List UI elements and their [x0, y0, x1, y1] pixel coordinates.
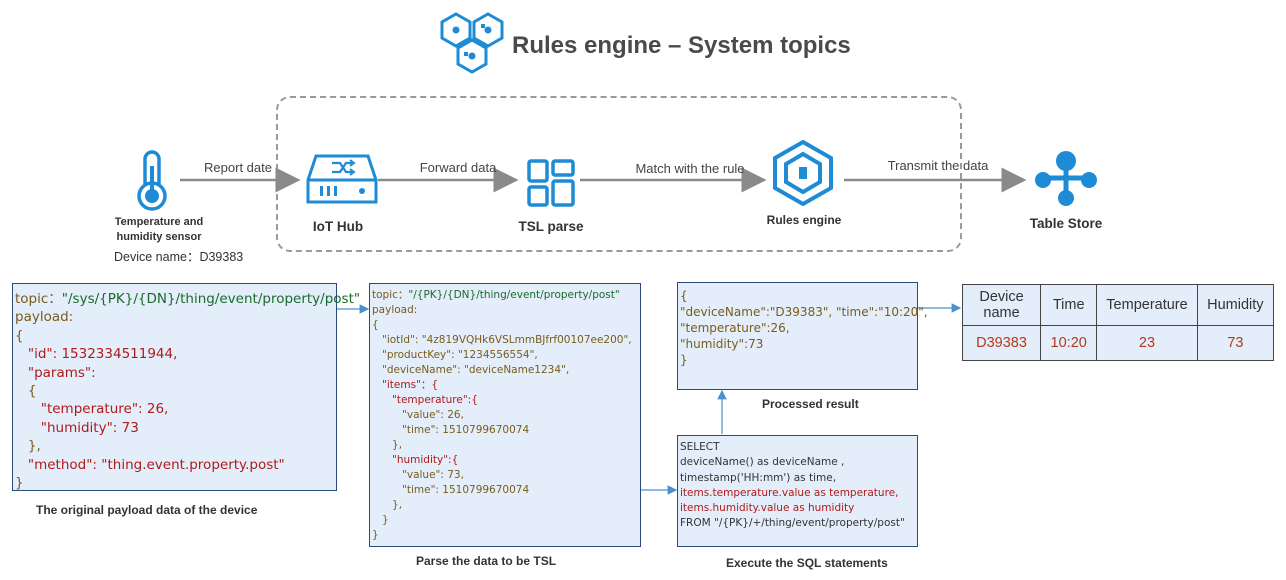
payload-line: "id": 1532334511944,	[15, 346, 178, 363]
sql-caption: Execute the SQL statements	[726, 556, 888, 570]
tsl-parse-icon	[526, 158, 576, 208]
rules-engine-icon	[772, 139, 834, 207]
tsl-line: {	[372, 319, 379, 331]
table-cell: D39383	[961, 325, 1042, 361]
iot-hub-icon	[306, 154, 378, 206]
table-row: D39383 10:20 23 73	[961, 325, 1275, 361]
tsl-line: "iotId": "4z819VQHk6VSLmmBJfrf00107ee200…	[372, 334, 632, 346]
table-cell: 10:20	[1040, 325, 1098, 361]
label-match: Match with the rule	[635, 161, 745, 176]
page-title: Rules engine – System topics	[512, 32, 851, 59]
sql-line: items.humidity.value as humidity	[680, 502, 855, 515]
tsl-line: "value": 26,	[372, 409, 464, 421]
sql-line: SELECT	[680, 441, 720, 453]
label-transmit: Transmit the data	[887, 158, 989, 173]
tsl-line: "humidity":{	[372, 454, 459, 466]
payload-line: "humidity": 73	[15, 419, 139, 436]
result-line: "deviceName":"D39383", "time":"10:20",	[680, 305, 928, 319]
payload-line: {	[15, 383, 37, 400]
table-store-label: Table Store	[1029, 216, 1103, 231]
sql-line: FROM "/{PK}/+/thing/event/property/post"	[680, 517, 905, 530]
tsl-line: "items"：{	[372, 379, 439, 391]
tsl-data-box: topic："/{PK}/{DN}/thing/event/property/p…	[369, 283, 641, 547]
payload-line: {	[15, 327, 24, 344]
processed-result-box: { "deviceName":"D39383", "time":"10:20", "…	[677, 282, 928, 390]
sensor-label: Temperature and humidity sensor	[114, 216, 204, 243]
label-forward: Forward data	[419, 160, 497, 175]
payload-line: "temperature": 26,	[15, 401, 169, 418]
table-header-row: Device name Time Temperature Humidity	[961, 284, 1275, 326]
table-header-cell: Device name	[961, 284, 1042, 326]
tsl-line: },	[372, 439, 403, 451]
payload-line: "method": "thing.event.property.post"	[15, 456, 285, 473]
label-report: Report date	[204, 160, 272, 175]
payload-line: payload:	[15, 309, 74, 326]
tsl-line: },	[372, 499, 403, 511]
tsl-line: payload:	[372, 304, 418, 316]
tsl-line: "time": 1510799670074	[372, 424, 530, 436]
payload-line: },	[15, 438, 41, 455]
tsl-line: "productKey": "1234556554",	[372, 349, 538, 361]
result-line: }	[680, 353, 688, 367]
result-line: {	[680, 289, 688, 303]
result-line: "humidity":73	[680, 337, 764, 351]
result-line: "temperature":26,	[680, 321, 790, 335]
sql-line: timestamp('HH:mm') as time,	[680, 471, 837, 484]
logo-icon	[436, 10, 508, 78]
iot-hub-label: IoT Hub	[312, 219, 364, 234]
table-store-icon	[1034, 150, 1098, 208]
tsl-line: "deviceName": "deviceName1234",	[372, 364, 570, 376]
payload-caption: The original payload data of the device	[36, 503, 258, 517]
payload-line: topic："/sys/{PK}/{DN}/thing/event/proper…	[15, 291, 361, 307]
table-cell: 73	[1196, 325, 1275, 361]
device-name-label: Device name：D39383	[114, 250, 244, 264]
tsl-line: "time": 1510799670074	[372, 484, 530, 496]
original-payload-box: topic："/sys/{PK}/{DN}/thing/event/proper…	[12, 283, 361, 492]
tsl-line: }	[372, 514, 389, 526]
table-header-cell: Temperature	[1096, 284, 1198, 326]
result-caption: Processed result	[762, 397, 859, 411]
table-cell: 23	[1096, 325, 1198, 361]
sql-box: SELECT deviceName() as deviceName , timest…	[677, 435, 918, 547]
table-store-table: Device name Time Temperature Humidity D3…	[961, 284, 1275, 361]
sql-line: deviceName() as deviceName ,	[680, 456, 845, 469]
thermometer-icon	[132, 150, 172, 212]
tsl-parse-label: TSL parse	[518, 219, 584, 234]
tsl-line: "value": 73,	[372, 469, 464, 481]
tsl-line: }	[372, 529, 379, 541]
table-header-cell: Time	[1040, 284, 1098, 326]
table-header-cell: Humidity	[1196, 284, 1275, 326]
payload-line: }	[15, 475, 24, 492]
payload-line: "params":	[15, 364, 96, 381]
sql-line: items.temperature.value as temperature,	[680, 486, 899, 499]
rules-engine-label: Rules engine	[766, 213, 842, 227]
tsl-line: "temperature":{	[372, 394, 478, 406]
tsl-line: topic："/{PK}/{DN}/thing/event/property/p…	[372, 289, 620, 301]
tsl-caption: Parse the data to be TSL	[416, 554, 557, 568]
